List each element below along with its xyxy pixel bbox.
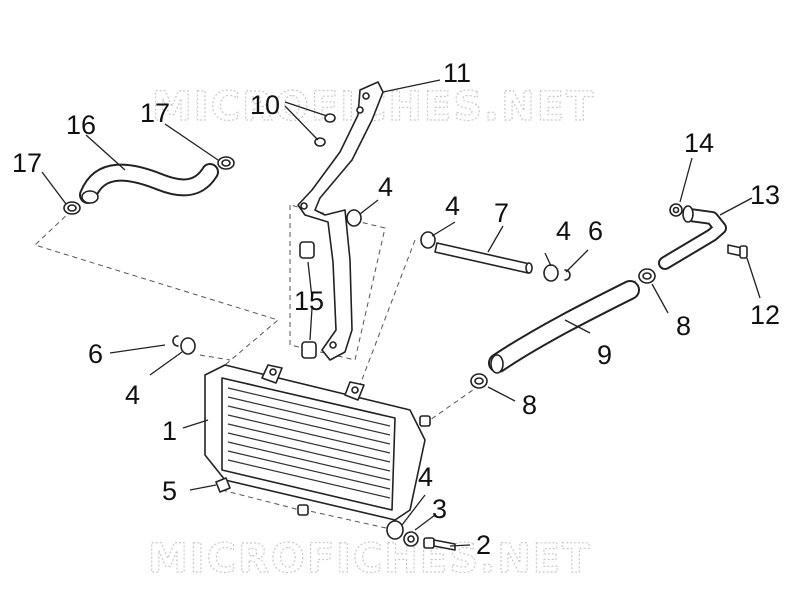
rod-part-7: [434, 242, 533, 274]
callout-3: 3: [432, 494, 447, 524]
drain-screw-part-5: [215, 477, 231, 493]
callout-numbers: 1 2 3 4 5 6 4 4 6 7 4 4 9 8 8 12 13 14 1…: [12, 58, 780, 560]
bolt-part-2: [423, 537, 456, 551]
callout-13: 13: [750, 180, 780, 210]
spacer-part-4-rod-left: [420, 231, 436, 249]
spacer-part-4-bracket: [346, 209, 362, 227]
washer-part-3: [403, 531, 419, 547]
hose-clamp-part-8-right: [638, 268, 656, 284]
callout-16: 16: [66, 110, 96, 140]
spacer-part-4-left: [180, 337, 196, 355]
grommet-part-15-upper: [299, 241, 315, 259]
clip-part-6-left: [172, 335, 179, 347]
callout-10: 10: [250, 90, 280, 120]
callout-15: 15: [294, 286, 324, 316]
callout-7: 7: [494, 198, 509, 228]
callout-1: 1: [162, 416, 177, 446]
hose-clamp-part-17-right: [217, 156, 235, 170]
callout-17-left: 17: [12, 148, 42, 178]
callout-4-rod-right: 4: [556, 216, 571, 246]
callout-4-left: 4: [125, 380, 140, 410]
callout-8-left: 8: [522, 390, 537, 420]
grommet-part-15-lower: [301, 341, 317, 359]
callout-8-right: 8: [676, 311, 691, 341]
callout-14: 14: [684, 128, 714, 158]
oil-radiator-part-1: [204, 364, 431, 521]
bracket-part-11: [297, 81, 384, 361]
callout-17-right: 17: [140, 98, 170, 128]
watermark-bottom: MICROFICHES.NET: [148, 536, 591, 582]
pipe-part-13: [658, 205, 727, 270]
washer-part-14: [669, 203, 683, 217]
spacer-part-4-rod-right: [543, 264, 559, 282]
hose-part-9: [488, 280, 640, 374]
callout-2: 2: [476, 530, 491, 560]
callout-4-bottom: 4: [418, 462, 433, 492]
callout-9: 9: [597, 340, 612, 370]
bolt-part-10-upper: [324, 113, 336, 123]
callout-4-bracket: 4: [378, 172, 393, 202]
callout-5: 5: [162, 476, 177, 506]
callout-12: 12: [750, 300, 780, 330]
callout-4-rod-left: 4: [445, 191, 460, 221]
callout-6-left: 6: [88, 339, 103, 369]
callout-leader-lines: [41, 79, 761, 547]
callout-6-right: 6: [588, 216, 603, 246]
hose-clamp-part-8-left: [470, 373, 488, 389]
spacer-part-4-bottom: [386, 520, 404, 540]
clip-part-6-right: [564, 269, 571, 281]
assembly-dashed-lines: [34, 204, 651, 531]
bolt-part-12: [727, 244, 748, 259]
callout-11: 11: [443, 58, 471, 88]
radiator-fins: [227, 387, 391, 499]
hose-part-16: [79, 163, 219, 204]
hose-clamp-part-17-left: [63, 201, 81, 215]
